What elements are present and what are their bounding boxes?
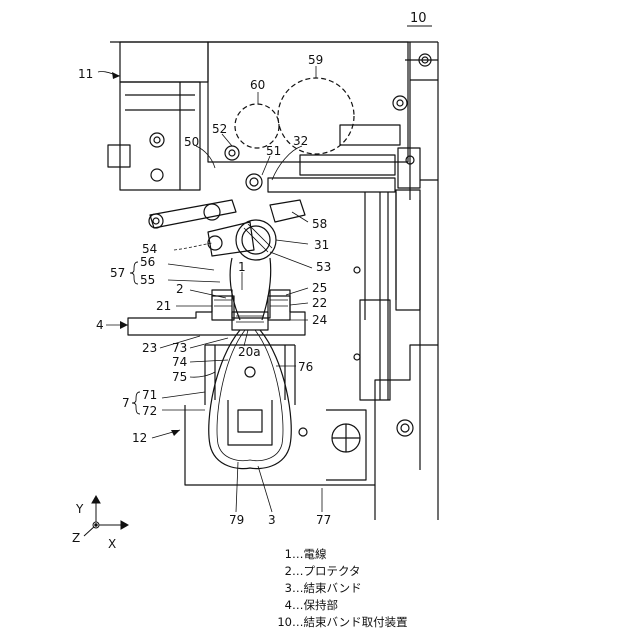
- ref-31: 31: [314, 238, 329, 252]
- axis-label-y: Y: [75, 502, 84, 516]
- ref-76: 76: [298, 360, 313, 374]
- ref-11: 11: [78, 67, 93, 81]
- ref-4: 4: [96, 318, 104, 332]
- ref-24: 24: [312, 313, 327, 327]
- legend-ref: 2: [270, 563, 292, 580]
- ref-51: 51: [266, 144, 281, 158]
- ref-1: 1: [238, 260, 246, 274]
- axis-label-z: Z: [72, 531, 80, 545]
- brace-57: [130, 262, 138, 284]
- pin: [245, 367, 255, 377]
- ref-79: 79: [229, 513, 244, 527]
- gear-60-dashed: [235, 104, 279, 148]
- ref-74: 74: [172, 355, 187, 369]
- ref-7: 7: [122, 396, 130, 410]
- ref-52: 52: [212, 122, 227, 136]
- holder-4: [128, 290, 305, 335]
- right-side-plate: [396, 60, 438, 310]
- legend-ref: 10: [270, 614, 292, 631]
- ref-12: 12: [132, 431, 147, 445]
- ref-57: 57: [110, 266, 125, 280]
- ref-60: 60: [250, 78, 265, 92]
- frame-bolt: [225, 146, 239, 160]
- guide-71-72: [228, 400, 272, 445]
- wire-1: [230, 258, 271, 320]
- pusher-58: [270, 200, 305, 222]
- ref-23: 23: [142, 341, 157, 355]
- gear-59-dashed: [278, 78, 354, 154]
- ref-77: 77: [316, 513, 331, 527]
- roller-51: [246, 174, 262, 190]
- legend-row: 10…結束バンド取付装置: [270, 614, 470, 631]
- ref-71: 71: [142, 388, 157, 402]
- ref-32: 32: [293, 134, 308, 148]
- ref-72: 72: [142, 404, 157, 418]
- reference-legend: 1…電線2…プロテクタ3…結束バンド4…保持部10…結束バンド取付装置: [270, 546, 470, 631]
- ref-56: 56: [140, 255, 155, 269]
- ref-55: 55: [140, 273, 155, 287]
- ref-3: 3: [268, 513, 276, 527]
- ref-73: 73: [172, 341, 187, 355]
- legend-ref: 3: [270, 580, 292, 597]
- machine-frame-outline: [110, 42, 438, 520]
- ref-54: 54: [142, 242, 157, 256]
- ref-59: 59: [308, 53, 323, 67]
- figure-number: 10: [410, 11, 427, 26]
- frame-bolt: [397, 420, 413, 436]
- axis-label-x: X: [108, 537, 116, 551]
- legend-row: 2…プロテクタ: [270, 563, 470, 580]
- frame-bolt: [151, 169, 163, 181]
- ref-50: 50: [184, 135, 199, 149]
- legend-label: …電線: [292, 546, 327, 563]
- ref-22: 22: [312, 296, 327, 310]
- brace-7: [132, 392, 140, 414]
- ref-75: 75: [172, 370, 187, 384]
- ref-53: 53: [316, 260, 331, 274]
- ref-20a: 20a: [238, 345, 261, 359]
- ref-58: 58: [312, 217, 327, 231]
- legend-label: …プロテクタ: [292, 563, 361, 580]
- coordinate-axes: [84, 496, 128, 536]
- legend-row: 1…電線: [270, 546, 470, 563]
- ref-25: 25: [312, 281, 327, 295]
- actuator-arm: [268, 125, 400, 192]
- legend-row: 4…保持部: [270, 597, 470, 614]
- ref-21: 21: [156, 299, 171, 313]
- legend-ref: 1: [270, 546, 292, 563]
- legend-label: …結束バンド取付装置: [292, 614, 408, 631]
- frame-bolt: [393, 96, 407, 110]
- frame-bolt: [150, 133, 164, 147]
- legend-ref: 4: [270, 597, 292, 614]
- legend-label: …結束バンド: [292, 580, 362, 597]
- left-housing: [120, 42, 208, 82]
- legend-row: 3…結束バンド: [270, 580, 470, 597]
- guide-rod: [365, 192, 396, 400]
- ref-2: 2: [176, 282, 184, 296]
- legend-label: …保持部: [292, 597, 338, 614]
